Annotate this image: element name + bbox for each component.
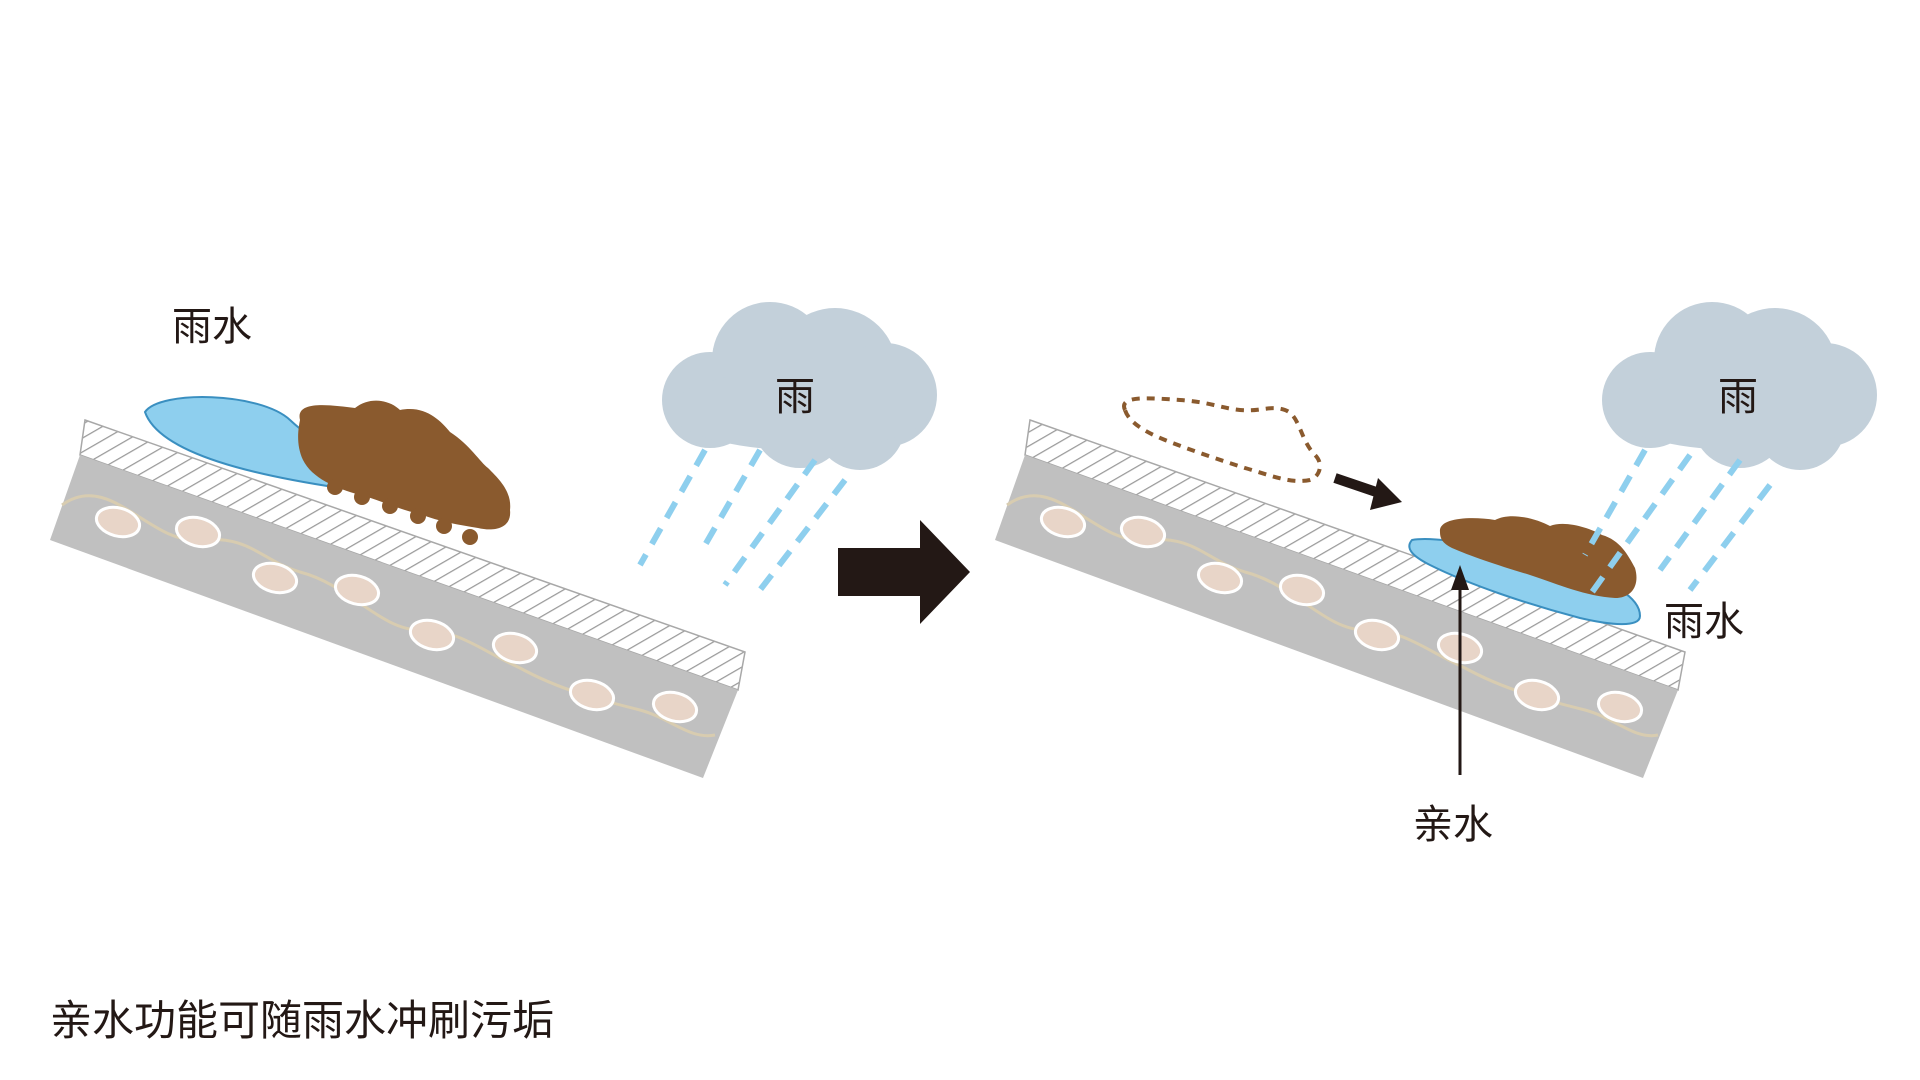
process-arrow	[838, 520, 970, 624]
right-pebbles	[1039, 505, 1644, 724]
hydrophilic-label: 亲水	[1413, 802, 1493, 848]
right-scene	[995, 302, 1877, 778]
movement-arrow	[1333, 473, 1402, 510]
right-dirt-outline	[1122, 396, 1322, 483]
left-panel-body	[50, 455, 738, 778]
hydrophilic-pointer	[1451, 565, 1469, 775]
left-dirt-blob	[298, 400, 511, 530]
caption: 亲水功能可随雨水冲刷污垢	[50, 996, 554, 1045]
right-dirt-blob	[1439, 516, 1637, 598]
left-rainwater-label: 雨水	[172, 304, 252, 350]
right-rainwater-label: 雨水	[1664, 599, 1744, 645]
left-rain-cloud	[662, 302, 937, 470]
left-rain-streaks	[637, 448, 848, 592]
left-cloud-label: 雨	[775, 374, 815, 420]
right-rain-cloud	[1602, 302, 1877, 470]
left-pebbles	[94, 505, 699, 724]
left-scene	[50, 302, 937, 778]
left-dirt-particles	[327, 479, 478, 545]
right-rain-streaks	[1582, 448, 1773, 597]
right-cloud-label: 雨	[1718, 374, 1758, 420]
